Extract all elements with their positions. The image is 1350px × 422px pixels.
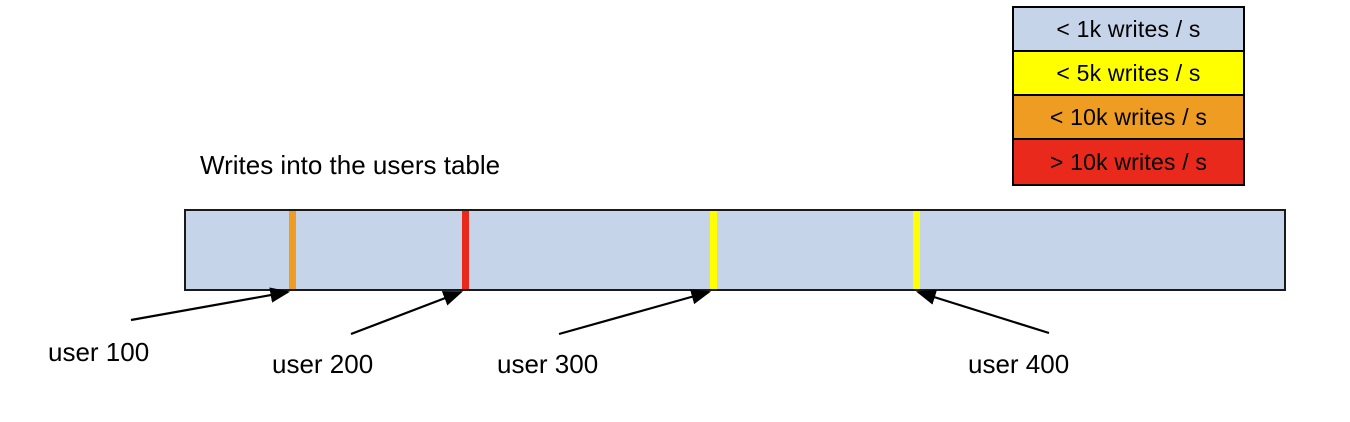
legend-label-3: > 10k writes / s [1049, 148, 1208, 175]
arrow-user-200 [350, 290, 464, 336]
keyspace-bar [184, 209, 1286, 291]
legend-label-2: < 10k writes / s [1049, 103, 1208, 130]
legend-label-1: < 5k writes / s [1056, 59, 1201, 86]
legend-row-1: < 5k writes / s [1014, 52, 1243, 96]
arrow-user-100 [130, 287, 291, 322]
hotspot-stripe-user-100 [289, 211, 296, 289]
callout-label-user-200: user 200 [272, 349, 374, 379]
arrow-group [130, 287, 1050, 336]
hotspot-stripe-user-400 [913, 211, 920, 289]
legend-row-3: > 10k writes / s [1014, 140, 1243, 184]
arrow-user-400 [915, 289, 1050, 335]
callout-label-user-400: user 400 [968, 349, 1070, 379]
arrow-user-300 [558, 289, 712, 336]
callout-label-user-100: user 100 [48, 337, 150, 367]
callout-label-user-300: user 300 [497, 349, 599, 379]
hotspot-stripe-user-200 [462, 211, 469, 289]
hotspot-stripe-user-300 [710, 211, 717, 289]
chart-title: Writes into the users table [200, 150, 501, 180]
legend-row-2: < 10k writes / s [1014, 96, 1243, 140]
legend: < 1k writes / s < 5k writes / s < 10k wr… [1012, 6, 1245, 186]
legend-row-0: < 1k writes / s [1014, 8, 1243, 52]
legend-label-0: < 1k writes / s [1056, 15, 1201, 42]
